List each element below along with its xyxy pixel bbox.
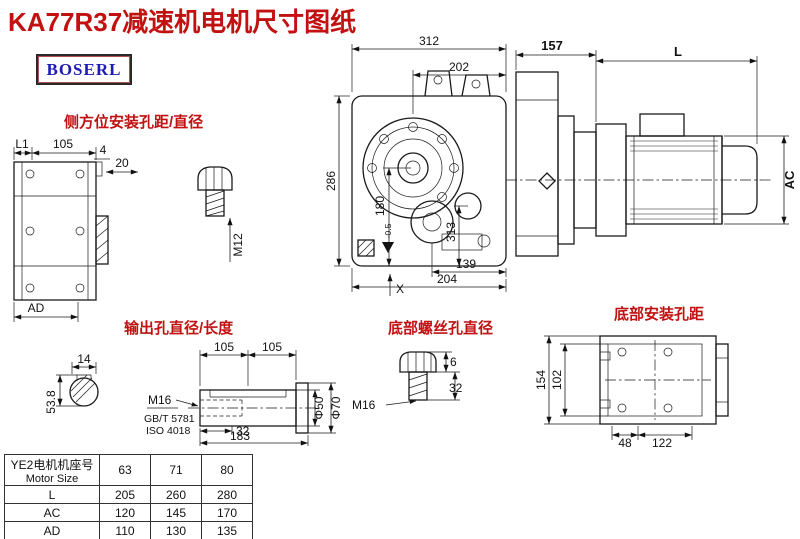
dia-70-label: Φ70	[329, 396, 343, 419]
dim-4-label: 4	[100, 143, 107, 157]
motor-size-header-en: Motor Size	[25, 472, 79, 485]
dim-AC-label: AC	[782, 170, 797, 189]
brand-logo: BOSERL	[36, 54, 132, 85]
label-bottom-screw: 底部螺丝孔直径	[388, 320, 494, 337]
std-gb-label: GB/T 5781	[144, 413, 195, 425]
table-cell: 205	[99, 485, 151, 504]
table-cell: 110	[99, 521, 151, 539]
std-iso-label: ISO 4018	[146, 425, 191, 437]
dim-L-label: L	[674, 44, 682, 59]
table-cell: 170	[201, 503, 253, 522]
label-output: 输出孔直径/长度	[124, 320, 234, 337]
size-column-80: 80	[201, 454, 253, 486]
table-cell: 120	[99, 503, 151, 522]
dim-20-label: 20	[115, 156, 129, 170]
table-row-AD: AD 110 130 135	[4, 521, 253, 539]
thread-M12-label: M12	[231, 233, 245, 257]
output-shaft-detail-drawing: 105 105 M16 GB/T 5781 ISO 4018 32 183	[44, 340, 343, 446]
label-side-mount: 侧方位安装孔距/直径	[64, 114, 204, 131]
dim-204-label: 204	[437, 272, 457, 286]
spec-table: YE2电机机座号 Motor Size 63 71 80 L 205 260 2…	[4, 454, 253, 539]
dim-48-label: 48	[618, 436, 632, 450]
motor-size-header-cell: YE2电机机座号 Motor Size	[4, 454, 100, 486]
dim-180-label: 180	[373, 196, 387, 216]
bottom-bolt-detail-drawing: 6 32 M16	[352, 351, 463, 412]
front-view-drawing	[351, 70, 507, 267]
dim-102-label: 102	[550, 370, 564, 390]
dim-313-label: 313	[444, 222, 458, 242]
row-label-AC: AC	[4, 503, 100, 522]
page-title: KA77R37减速机电机尺寸图纸	[8, 7, 357, 37]
table-header-row: YE2电机机座号 Motor Size 63 71 80	[4, 454, 253, 486]
motor-view-dimensions: 157 L AC	[515, 38, 797, 225]
bottom-mount-view-drawing	[599, 335, 729, 425]
side-bolt-detail-drawing: 20 M12	[106, 156, 245, 262]
label-bottom-mount: 底部安装孔距	[614, 306, 705, 323]
left-view-dimensions: L1 105 4 AD	[13, 137, 110, 322]
left-side-view-drawing	[13, 161, 109, 301]
dim-105a-label: 105	[214, 340, 234, 354]
dim-105b-label: 105	[262, 340, 282, 354]
dim-139-label: 139	[456, 257, 476, 271]
front-view-dimensions: 312 202 286 180 -0.5 313 139 204	[324, 34, 507, 296]
table-row-L: L 205 260 280	[4, 485, 253, 504]
key-width-label: 14	[77, 352, 91, 366]
thread-M16-bolt-label: M16	[352, 398, 376, 412]
size-column-71: 71	[150, 454, 202, 486]
dia-50-label: Φ50	[312, 396, 326, 419]
dim-122-label: 122	[652, 436, 672, 450]
motor-size-header-cn: YE2电机机座号	[10, 457, 94, 472]
row-label-AD: AD	[4, 521, 100, 539]
dim-105-label: 105	[53, 137, 73, 151]
table-cell: 260	[150, 485, 202, 504]
datum-x-label: X	[396, 282, 404, 296]
dim-157-label: 157	[541, 38, 563, 53]
dim-286-label: 286	[324, 171, 338, 191]
table-cell: 280	[201, 485, 253, 504]
key-depth-label: 53.8	[44, 390, 58, 414]
table-cell: 130	[150, 521, 202, 539]
dim-154-label: 154	[534, 370, 548, 390]
table-cell: 135	[201, 521, 253, 539]
dim-32-bolt-label: 32	[449, 381, 463, 395]
dim-180-tolerance: -0.5	[383, 223, 393, 238]
row-label-L: L	[4, 485, 100, 504]
table-cell: 145	[150, 503, 202, 522]
motor-side-view-drawing	[506, 71, 772, 257]
dim-AD-label: AD	[28, 301, 45, 315]
table-row-AC: AC 120 145 170	[4, 503, 253, 522]
size-column-63: 63	[99, 454, 151, 486]
bottom-mount-dimensions: 154 102 48 122	[534, 335, 693, 450]
dim-32-output-label: 32	[236, 424, 250, 438]
dim-312-label: 312	[419, 34, 439, 48]
dim-6-label: 6	[450, 355, 457, 369]
dim-183-label: 183	[230, 429, 250, 443]
dim-202-label: 202	[449, 60, 469, 74]
thread-M16-output-label: M16	[148, 393, 172, 407]
brand-logo-text: BOSERL	[46, 59, 122, 79]
dim-L1-label: L1	[15, 137, 29, 151]
